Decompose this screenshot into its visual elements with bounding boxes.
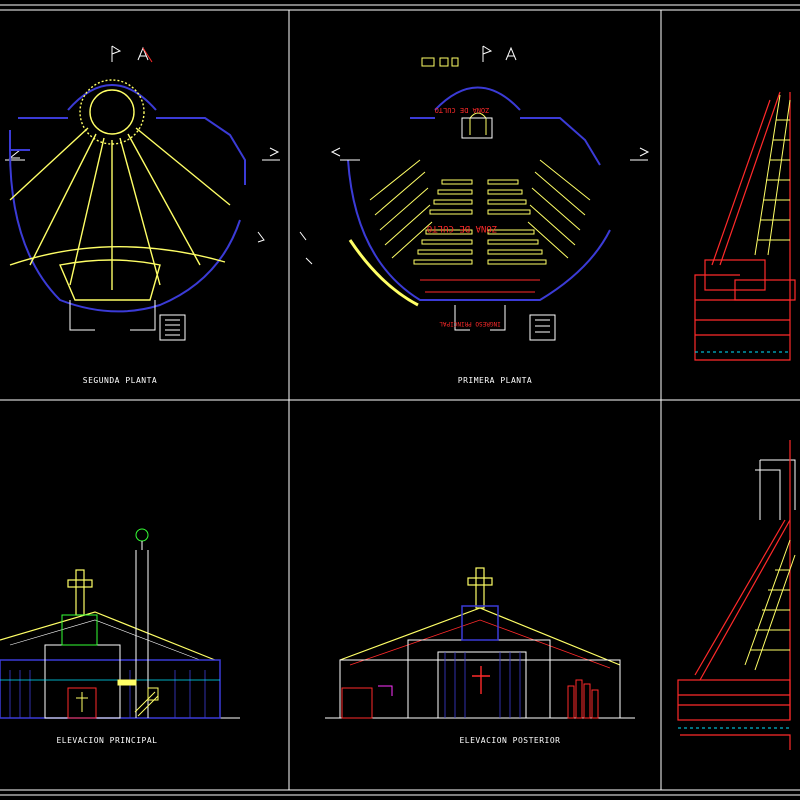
caption-elevacion-principal: ELEVACION PRINCIPAL <box>56 736 157 745</box>
title-symbols <box>421 57 459 67</box>
section-drawing-1 <box>694 91 796 361</box>
bell-tower <box>135 528 149 718</box>
plan-segunda-planta: SEGUNDA PLANTA <box>5 45 280 385</box>
plan-entrance <box>348 239 540 307</box>
altar <box>461 112 493 139</box>
label-altar-zone: ZONA DE CULTO <box>435 106 490 114</box>
cross-icon <box>467 567 493 609</box>
plan-radial-beams <box>9 79 231 301</box>
sheet-frame <box>0 4 800 796</box>
cross-icon <box>472 666 490 694</box>
caption-primera-planta: PRIMERA PLANTA <box>458 376 532 385</box>
label-worship-zone: ZONA DE CULTO <box>427 223 497 233</box>
section-mark-icon <box>299 147 650 265</box>
caption-segunda-planta: SEGUNDA PLANTA <box>83 376 157 385</box>
plan-walls <box>347 86 611 301</box>
plan-walls <box>9 84 246 313</box>
caption-elevacion-posterior: ELEVACION POSTERIOR <box>459 736 560 745</box>
label-main-entrance: INGRESO PRINCIPAL <box>439 320 501 327</box>
elevation-posterior: ELEVACION POSTERIOR <box>325 567 635 745</box>
section-drawing-2 <box>677 440 796 750</box>
elevation-principal: ELEVACION PRINCIPAL <box>0 528 240 745</box>
plan-entrance-stair <box>454 305 556 341</box>
section-mark-icon <box>5 147 280 243</box>
plan-entrance <box>69 300 186 341</box>
stair <box>134 687 159 717</box>
north-arrow-icon <box>482 45 517 62</box>
plan-pews <box>369 159 591 265</box>
cross-icon <box>67 569 93 616</box>
north-arrow-icon <box>111 45 153 63</box>
plan-primera-planta: ZONA DE CULTO ZONA DE CULTO INGRESO PRIN… <box>299 45 650 385</box>
